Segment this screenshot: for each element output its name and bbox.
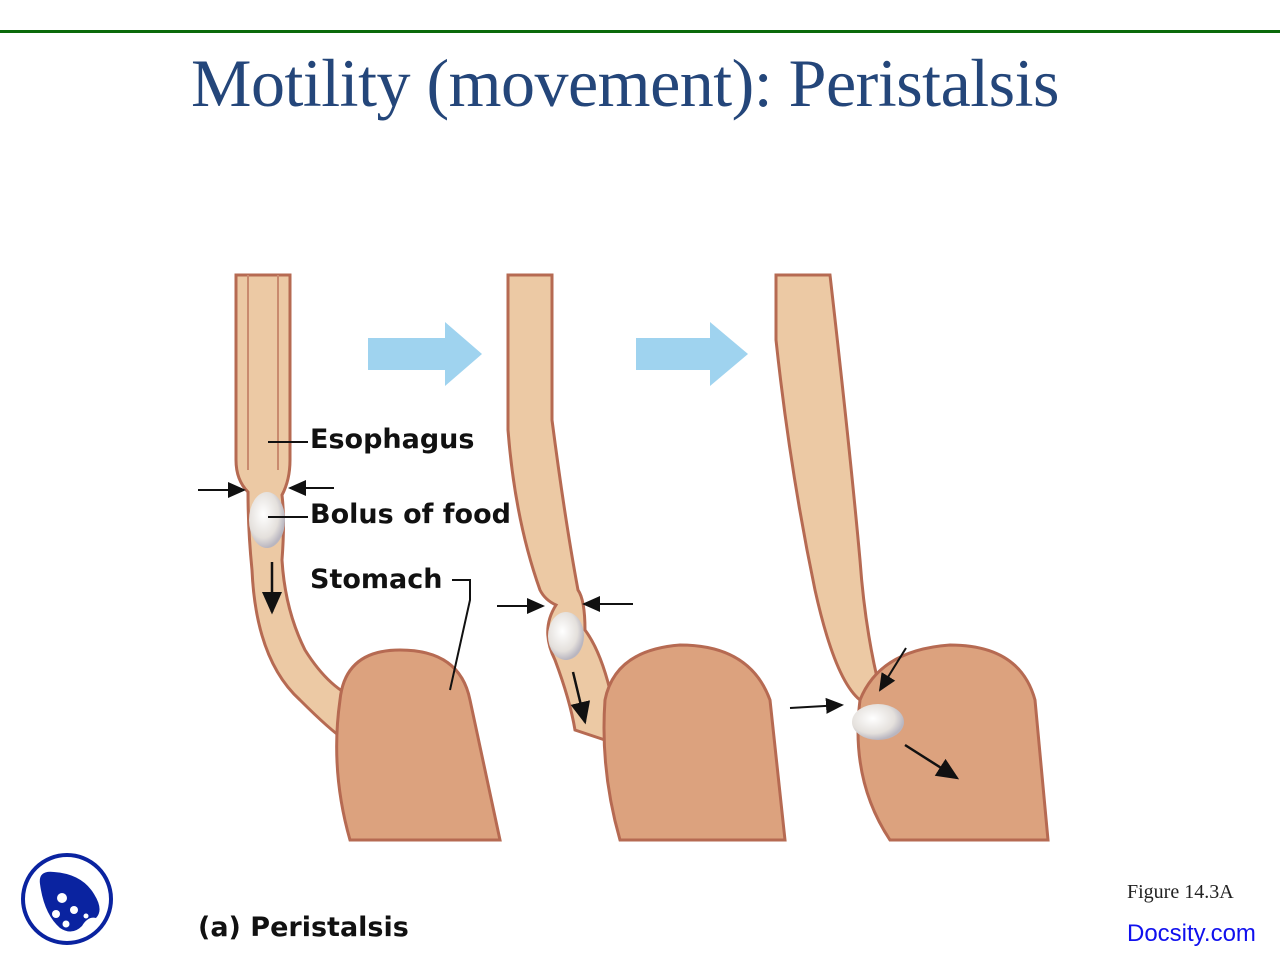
panel-2: [506, 273, 787, 842]
title-accent-line: [0, 30, 1280, 33]
sequence-arrow-icon: [368, 322, 482, 386]
figure-caption: (a) Peristalsis: [198, 912, 409, 943]
panel-3: [774, 273, 1050, 842]
slide-title: Motility (movement): Peristalsis: [191, 45, 1059, 121]
peristalsis-diagram: Esophagus Bolus of food Stomach: [190, 270, 1060, 850]
figure-reference: Figure 14.3A: [1127, 881, 1234, 903]
docsity-logo-icon: [21, 853, 113, 945]
label-esophagus: Esophagus: [310, 424, 475, 455]
sequence-arrow-icon: [636, 322, 748, 386]
label-bolus: Bolus of food: [310, 499, 511, 530]
label-stomach: Stomach: [310, 564, 443, 595]
panel-1: [234, 273, 502, 842]
brand-link[interactable]: Docsity.com: [1127, 920, 1256, 947]
